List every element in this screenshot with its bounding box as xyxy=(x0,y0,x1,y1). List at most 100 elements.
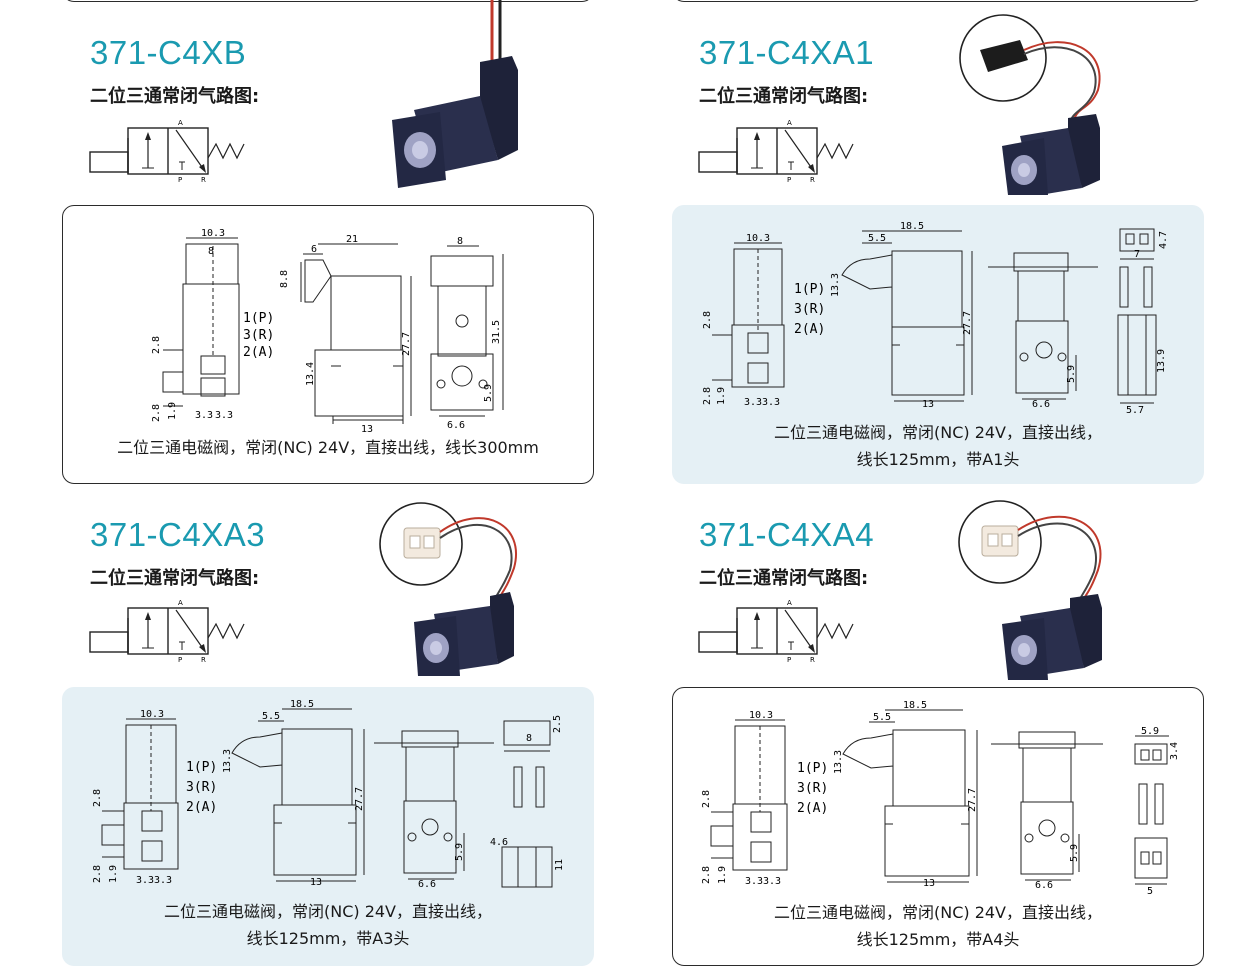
dim-left-2-8: 2.8 xyxy=(702,311,713,329)
model-title: 371-C4XB xyxy=(90,34,247,71)
dim-top: 18.5 xyxy=(290,699,314,710)
dim-b3-3: 3.3 xyxy=(744,397,762,408)
dim-conn-2-5: 2.5 xyxy=(552,715,563,733)
port-p-label: P xyxy=(178,176,182,184)
dim-right-s: 5.9 xyxy=(1069,844,1080,862)
dim-right-b: 6.6 xyxy=(447,420,465,431)
dim-top: 18.5 xyxy=(900,221,924,232)
dim-conn-5: 5 xyxy=(1147,886,1153,897)
dim-w1: 10.3 xyxy=(749,710,773,721)
dim-left-1-9: 1.9 xyxy=(716,387,727,405)
dim-b3-3b: 3.3 xyxy=(762,397,780,408)
dim-bottom-13: 13 xyxy=(310,877,322,888)
dim-small: 5.5 xyxy=(262,711,280,722)
dim-13-3: 13.3 xyxy=(830,273,841,297)
dim-13-3: 13.3 xyxy=(222,749,233,773)
pneumatic-circuit-symbol: A P R xyxy=(698,599,854,664)
dim-right-s: 5.9 xyxy=(483,384,494,402)
dimension-drawing: 10.3 18.5 5.5 13.3 27.7 13 2.8 2.8 1.9 3… xyxy=(92,699,565,890)
dim-conn-4-6: 4.6 xyxy=(490,837,508,848)
pin-2-label: 2(A) xyxy=(797,801,828,816)
dim-bottom-13: 13 xyxy=(361,424,373,435)
dim-right-s: 5.9 xyxy=(1066,365,1077,383)
caption-line-2: 线长125mm，带A4头 xyxy=(856,930,1020,949)
spec-drawing-panel: 10.3 8 21 6 8.8 27.7 13.4 13 2.8 2.8 1.9… xyxy=(62,205,594,484)
dimension-drawing: 10.3 18.5 5.5 13.3 27.7 13 2.8 2.8 1.9 3… xyxy=(701,700,1180,897)
port-a-label: A xyxy=(787,599,792,607)
dim-left-2-8b: 2.8 xyxy=(151,404,162,422)
dim-13-4: 13.4 xyxy=(305,362,316,386)
dim-conn-5-9: 5.9 xyxy=(1141,726,1159,737)
dim-b3-3b: 3.3 xyxy=(154,875,172,886)
model-title: 371-C4XA4 xyxy=(699,516,875,553)
port-r-label: R xyxy=(201,176,206,184)
port-a-label: A xyxy=(178,599,183,607)
dim-conn-5-7: 5.7 xyxy=(1126,405,1144,416)
dim-bottom-13: 13 xyxy=(923,878,935,889)
pin-1-label: 1(P) xyxy=(797,761,828,776)
model-title: 371-C4XA1 xyxy=(699,34,875,71)
pin-1-label: 1(P) xyxy=(243,311,274,326)
port-r-label: R xyxy=(201,656,206,664)
circuit-label: 二位三通常闭气路图: xyxy=(699,568,869,589)
caption-line-2: 线长125mm，带A1头 xyxy=(856,450,1020,469)
dim-left-2-8: 2.8 xyxy=(92,789,103,807)
pin-3-label: 3(R) xyxy=(797,781,828,796)
dim-left-2-8: 2.8 xyxy=(701,790,712,808)
valve-product-photo xyxy=(379,502,517,676)
pin-1-label: 1(P) xyxy=(186,760,217,775)
spec-drawing-panel: 10.3 18.5 5.5 13.3 27.7 13 2.8 2.8 1.9 3… xyxy=(672,205,1204,484)
port-r-label: R xyxy=(810,176,815,184)
dim-w1: 10.3 xyxy=(746,233,770,244)
dim-b3-3b: 3.3 xyxy=(215,410,233,421)
circuit-label: 二位三通常闭气路图: xyxy=(90,86,260,107)
caption-line-1: 二位三通电磁阀，常闭(NC) 24V，直接出线， xyxy=(773,903,1103,922)
valve-product-photo xyxy=(959,14,1101,195)
dim-conn-3-4: 3.4 xyxy=(1169,742,1180,760)
pneumatic-circuit-symbol: A P R xyxy=(89,119,245,184)
dimension-drawing: 10.3 8 21 6 8.8 27.7 13.4 13 2.8 2.8 1.9… xyxy=(151,228,504,435)
caption-line-2: 线长125mm，带A3头 xyxy=(246,929,410,948)
dim-left-2-8b: 2.8 xyxy=(702,387,713,405)
dim-side-h: 8.8 xyxy=(279,270,290,288)
dim-side-small: 6 xyxy=(311,244,317,255)
dim-27: 27.7 xyxy=(401,332,412,356)
valve-product-photo xyxy=(392,0,518,188)
dim-right-b: 6.6 xyxy=(418,879,436,890)
dim-conn-4-7: 4.7 xyxy=(1158,231,1169,249)
model-title: 371-C4XA3 xyxy=(90,516,266,553)
pin-2-label: 2(A) xyxy=(186,800,217,815)
dim-left-1-9: 1.9 xyxy=(108,865,119,883)
dim-left-1-9: 1.9 xyxy=(167,402,178,420)
pneumatic-circuit-symbol: A P R xyxy=(89,599,245,664)
caption-line-1: 二位三通电磁阀，常闭(NC) 24V，直接出线， xyxy=(163,902,493,921)
dim-b3-3: 3.3 xyxy=(136,875,154,886)
pin-3-label: 3(R) xyxy=(794,302,825,317)
dim-left-1-9: 1.9 xyxy=(717,866,728,884)
circuit-label: 二位三通常闭气路图: xyxy=(90,568,260,589)
valve-product-photo xyxy=(958,500,1102,680)
dim-left-2-8b: 2.8 xyxy=(701,866,712,884)
dim-right-b: 6.6 xyxy=(1032,399,1050,410)
dim-conn-7: 7 xyxy=(1134,249,1140,260)
caption-line-1: 二位三通电磁阀，常闭(NC) 24V，直接出线，线长300mm xyxy=(117,438,539,457)
dimension-drawing: 10.3 18.5 5.5 13.3 27.7 13 2.8 2.8 1.9 3… xyxy=(702,221,1169,416)
dim-w2: 8 xyxy=(208,246,214,257)
dim-w1: 10.3 xyxy=(140,709,164,720)
port-p-label: P xyxy=(787,176,791,184)
prev-panel-edge-right xyxy=(672,0,1204,2)
dim-top: 18.5 xyxy=(903,700,927,711)
pin-2-label: 2(A) xyxy=(243,345,274,360)
pin-2-label: 2(A) xyxy=(794,322,825,337)
circuit-label: 二位三通常闭气路图: xyxy=(699,86,869,107)
dim-side-top: 21 xyxy=(346,234,358,245)
pin-3-label: 3(R) xyxy=(243,328,274,343)
dim-left-2-8b: 2.8 xyxy=(92,865,103,883)
pin-3-label: 3(R) xyxy=(186,780,217,795)
dim-w1: 10.3 xyxy=(201,228,225,239)
pin-1-label: 1(P) xyxy=(794,282,825,297)
dim-bottom-13: 13 xyxy=(922,399,934,410)
dim-27: 27.7 xyxy=(967,788,978,812)
dim-right-w: 8 xyxy=(457,236,463,247)
dim-27: 27.7 xyxy=(962,311,973,335)
